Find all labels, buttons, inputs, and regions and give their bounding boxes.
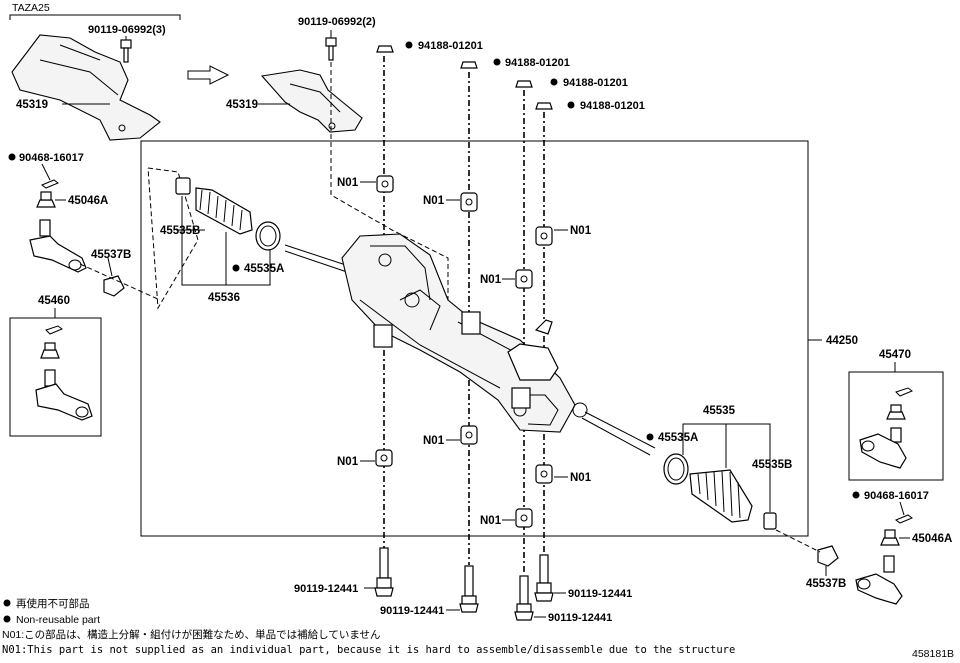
bolt-90119-12441-a[interactable] [374,547,394,597]
bushing-n01-1[interactable] [376,175,394,193]
tie-rod-end-45470-box [848,371,944,481]
boot-45535-right[interactable] [689,469,753,523]
tie-rod-end-left[interactable] [29,219,87,273]
label-n01-2: N01 [423,195,445,207]
label-45535b-right: 45535B [752,459,792,471]
bushing-n01-5[interactable] [460,425,478,445]
label-n01-1: N01 [337,177,359,189]
legend-non-reusable-en: Non-reusable part [16,614,100,626]
clip-45535b-left[interactable] [175,177,191,195]
label-94188-c: 94188-01201 [563,77,628,89]
label-45319-right: 45319 [226,99,258,111]
bolt-90119-06992-left[interactable] [120,39,132,63]
clamp-45537b-right[interactable] [817,545,839,567]
label-90119-12441-b: 90119-12441 [380,605,444,617]
tie-rod-end-45470[interactable] [859,387,913,469]
label-n01-3: N01 [570,225,592,237]
label-45046a-right: 45046A [912,533,952,545]
label-90468-right: 90468-16017 [864,490,929,502]
clamp-45537b-left[interactable] [103,275,125,297]
bushing-n01-6[interactable] [375,449,393,467]
label-n01-7: N01 [570,472,592,484]
label-90119-12441-a: 90119-12441 [294,583,358,595]
label-94188-d: 94188-01201 [580,100,645,112]
label-n01-4: N01 [480,274,502,286]
steering-rack-gear[interactable] [284,233,656,456]
label-90119-12441-c: 90119-12441 [568,588,632,600]
boot-45536[interactable] [195,187,253,235]
label-n01-8: N01 [480,515,502,527]
arrow-icon [187,65,230,85]
bushing-n01-4[interactable] [515,269,533,289]
tie-rod-end-45460[interactable] [35,325,93,421]
label-44250: 44250 [826,335,858,347]
heat-insulator-right[interactable] [260,69,363,133]
nut-94188-a[interactable] [376,45,394,53]
label-90119-12441-d: 90119-12441 [548,612,612,624]
label-45470: 45470 [879,349,911,361]
model-bracket [9,14,181,20]
label-90119-06992-2: 90119-06992(2) [298,16,376,28]
label-45535b-left: 45535B [160,225,200,237]
label-n01-6: N01 [337,456,359,468]
legend-n01-jp: N01:この部品は、構造上分解・組付けが困難なため、単品では補給していません [2,628,381,641]
bolt-90119-06992-right[interactable] [325,37,337,61]
tie-rod-end-right[interactable] [855,555,903,605]
nut-94188-d[interactable] [535,102,553,110]
bushing-n01-2[interactable] [460,192,478,212]
label-45535a-left: 45535A [244,263,284,275]
label-45535a-right: 45535A [658,432,698,444]
bolt-90119-12441-b[interactable] [459,565,479,613]
label-94188-b: 94188-01201 [505,57,570,69]
nut-94188-c[interactable] [515,80,533,88]
label-94188-a: 94188-01201 [418,40,483,52]
castle-nut-45046a-right[interactable] [880,529,900,546]
clamp-45535a-left[interactable] [255,221,281,251]
label-45537b-right: 45537B [806,578,846,590]
clamp-45535a-right[interactable] [663,453,689,485]
castle-nut-45046a-left[interactable] [36,191,56,208]
bushing-n01-8[interactable] [515,508,533,528]
nut-94188-b[interactable] [460,61,478,69]
bolt-90119-12441-c[interactable] [534,554,554,602]
label-45536: 45536 [208,292,240,304]
diagram-id: 458181B [912,648,954,660]
label-90468-left: 90468-16017 [19,152,84,164]
bushing-n01-3[interactable] [535,226,553,246]
label-45046a-left: 45046A [68,195,108,207]
model-code: TAZA25 [12,2,50,14]
label-90119-06992-3: 90119-06992(3) [88,24,166,36]
legend-non-reusable-jp: 再使用不可部品 [16,597,90,610]
label-45537b-left: 45537B [91,249,131,261]
label-n01-5: N01 [423,435,445,447]
cotter-pin-right[interactable] [895,514,913,524]
label-45460: 45460 [38,295,70,307]
label-45319-left: 45319 [16,99,48,111]
heat-insulator-left[interactable] [11,34,161,141]
legend-n01-en: N01:This part is not supplied as an indi… [2,644,735,656]
bushing-n01-7[interactable] [535,464,553,484]
tie-rod-end-45460-box [9,317,102,437]
cotter-pin-left[interactable] [41,179,59,189]
label-45535: 45535 [703,405,736,417]
rack-assembly-box [140,140,809,537]
bolt-90119-12441-d[interactable] [514,575,534,621]
clip-45535b-right[interactable] [763,512,777,530]
